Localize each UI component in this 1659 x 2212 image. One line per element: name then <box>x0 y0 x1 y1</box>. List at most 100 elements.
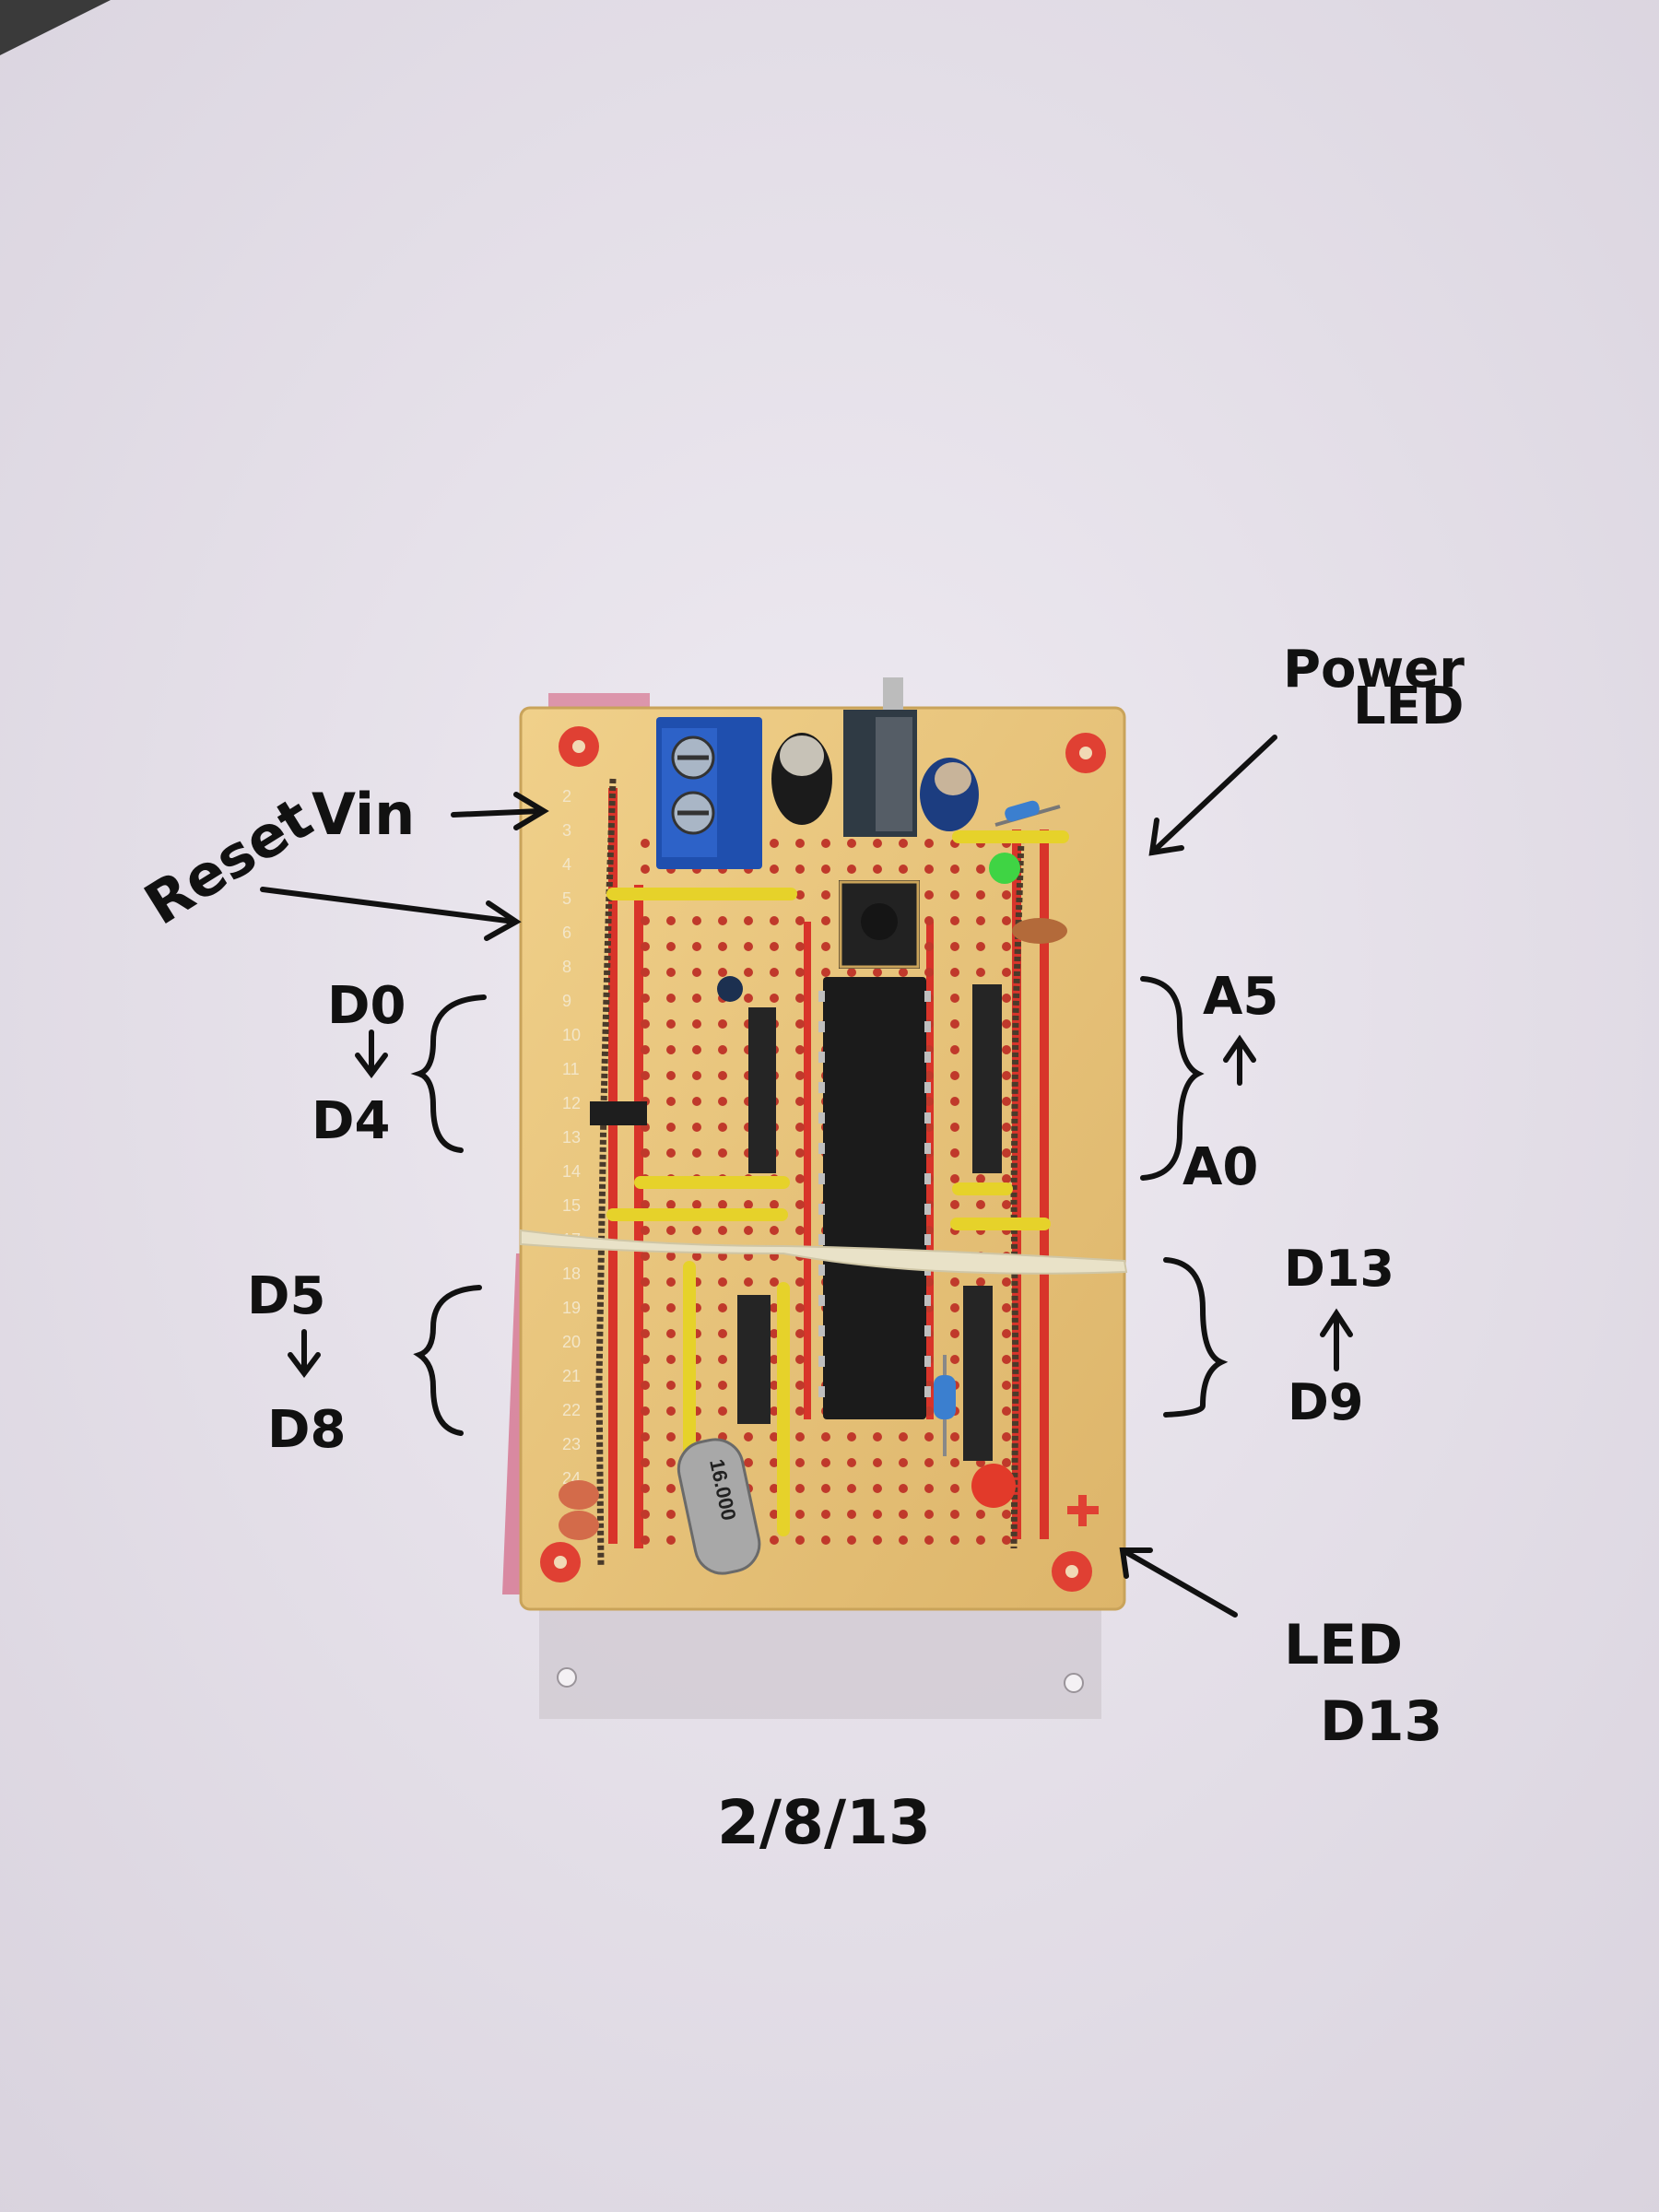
pcb-hole <box>744 942 753 951</box>
pcb-hole <box>1002 890 1011 900</box>
chip-pin <box>924 1112 931 1124</box>
pcb-hole <box>795 839 805 848</box>
center-divider-right <box>926 922 934 1419</box>
pcb-hole <box>641 1329 650 1338</box>
pcb-hole <box>641 1406 650 1416</box>
pcb-hole <box>976 942 985 951</box>
chip-pin <box>818 1234 825 1245</box>
chip-pin <box>924 1234 931 1245</box>
label-led: LED <box>1284 1613 1403 1677</box>
pcb-hole <box>924 1097 934 1106</box>
label-date: 2/8/13 <box>717 1787 931 1858</box>
label-d13-range: D13 <box>1284 1240 1394 1298</box>
pcb-hole <box>1002 1355 1011 1364</box>
pcb-hole <box>641 1045 650 1054</box>
pcb-hole <box>744 1432 753 1441</box>
label-a0: A0 <box>1182 1137 1258 1197</box>
chip-pin <box>818 991 825 1002</box>
pcb-hole <box>821 1484 830 1493</box>
chip-pin <box>818 1112 825 1124</box>
pcb-hole <box>770 994 779 1003</box>
pcb-hole <box>641 1148 650 1158</box>
pcb-hole <box>795 1484 805 1493</box>
chip-pin <box>924 1356 931 1367</box>
pcb-hole <box>744 1226 753 1235</box>
pcb-hole <box>821 942 830 951</box>
power-led <box>989 853 1020 884</box>
pcb-hole <box>924 1226 934 1235</box>
pcb-hole <box>718 1019 727 1029</box>
pcb-hole <box>795 890 805 900</box>
pcb-hole <box>950 1019 959 1029</box>
pcb-hole <box>641 1381 650 1390</box>
pcb-hole <box>795 1174 805 1183</box>
pcb-hole <box>1002 1432 1011 1441</box>
pcb-hole <box>666 1226 676 1235</box>
pcb-hole <box>666 1432 676 1441</box>
pcb-hole <box>770 1484 779 1493</box>
pcb-hole <box>641 1432 650 1441</box>
pcb-hole <box>847 1432 856 1441</box>
pcb-hole <box>770 1406 779 1416</box>
row-number-label: 20 <box>562 1333 581 1351</box>
pcb-hole <box>873 1484 882 1493</box>
pcb-hole <box>641 1019 650 1029</box>
pcb-hole <box>1002 942 1011 951</box>
pcb-hole <box>924 1123 934 1132</box>
pcb-hole <box>976 1174 985 1183</box>
pcb-hole <box>873 839 882 848</box>
reset-button <box>839 880 920 969</box>
pcb-hole <box>924 916 934 925</box>
pcb-hole <box>1002 994 1011 1003</box>
crystal-oscillator: 16.000 <box>677 1438 761 1575</box>
ceramic-capacitor-bottom-left-1 <box>559 1480 599 1510</box>
pcb-hole <box>718 1045 727 1054</box>
chip-pin <box>818 1021 825 1032</box>
header-right-lower <box>963 1286 993 1461</box>
row-number-label: 10 <box>562 1026 581 1044</box>
label-d8: D8 <box>267 1400 346 1460</box>
pcb-hole <box>899 968 908 977</box>
chip-pin <box>818 1052 825 1063</box>
right-rail-inner <box>1012 830 1021 1539</box>
pcb-hole <box>666 1406 676 1416</box>
pcb-hole <box>770 942 779 951</box>
pcb-hole <box>718 1200 727 1209</box>
pcb-hole <box>847 1510 856 1519</box>
mount-hole-bottom-right <box>1064 1673 1084 1693</box>
chip-pin <box>924 991 931 1002</box>
pcb-hole <box>924 1432 934 1441</box>
chip-pin <box>924 1082 931 1093</box>
pcb-hole <box>976 865 985 874</box>
pcb-hole <box>1002 1019 1011 1029</box>
chip-pin <box>924 1204 931 1215</box>
pcb-hole <box>718 1329 727 1338</box>
chip-pin <box>924 1052 931 1063</box>
pcb-hole <box>924 1071 934 1080</box>
pcb-hole <box>795 1277 805 1287</box>
pcb-hole <box>641 1071 650 1080</box>
pcb-hole <box>641 942 650 951</box>
header-left-upper <box>748 1007 776 1173</box>
pcb-hole <box>744 1458 753 1467</box>
pcb-hole <box>718 1406 727 1416</box>
pcb-hole <box>950 994 959 1003</box>
pcb-hole <box>795 1381 805 1390</box>
pcb-hole <box>950 1432 959 1441</box>
chip-pin <box>924 1173 931 1184</box>
pcb-hole <box>744 994 753 1003</box>
pcb-hole <box>950 916 959 925</box>
pcb-hole <box>795 1458 805 1467</box>
pcb-hole <box>666 1200 676 1209</box>
pcb-hole <box>718 968 727 977</box>
terminal-block <box>656 717 762 869</box>
pcb-hole <box>770 1458 779 1467</box>
pcb-hole <box>873 1432 882 1441</box>
pcb-hole <box>770 1226 779 1235</box>
chip-pin <box>924 1021 931 1032</box>
pcb-hole <box>692 1123 701 1132</box>
pcb-hole <box>950 1045 959 1054</box>
header-right-upper <box>972 984 1002 1173</box>
label-power: Power <box>1283 640 1465 700</box>
chip-pin <box>818 1325 825 1336</box>
